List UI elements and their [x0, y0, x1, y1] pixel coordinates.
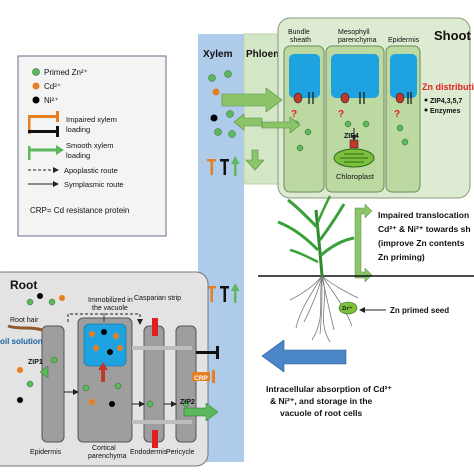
- root-cell-pericycle: [175, 325, 197, 443]
- legend-zn-dot: [32, 68, 40, 76]
- root-epidermis-label: Epidermis: [30, 449, 62, 456]
- soil-dots: [17, 293, 65, 403]
- plant-illustration: [258, 195, 474, 277]
- root-impaired-black-bar: [196, 351, 218, 354]
- impaired-line4: Zn priming): [378, 252, 425, 262]
- casparian-strip-top: [152, 318, 158, 336]
- zn-dist-bullet-1: [424, 98, 428, 102]
- xylem-loading-symbols-lower: [207, 283, 240, 303]
- meso-label-1: Mesophyll: [338, 29, 370, 36]
- xylem-dots-upper: [208, 70, 236, 138]
- casparian-label: Casparian strip: [134, 295, 181, 302]
- casparian-strip-bottom: [152, 430, 158, 448]
- legend-ni-dot: [32, 96, 40, 104]
- xylem-loading-symbols-upper: [207, 156, 240, 176]
- apoplastic-route: [67, 313, 143, 325]
- question-mark-1: ?: [291, 109, 297, 120]
- zip1-transporter: [39, 365, 49, 379]
- cortical-line1: Cortical: [92, 445, 116, 452]
- epidermis-shoot-label: Epidermis: [388, 37, 420, 44]
- zn-distribution-item2: Enzymes: [430, 108, 460, 115]
- root-hair-label: Root hair: [10, 317, 39, 324]
- legend-impaired-line1: Impaired xylem: [66, 115, 117, 124]
- legend-impaired-line2: loading: [66, 125, 90, 134]
- legend-zn-label: Primed Zn²⁺: [44, 68, 88, 77]
- plasmodesmata-lower: [132, 420, 192, 424]
- pericycle-label: Pericycle: [166, 449, 195, 456]
- zip2-arrow: [183, 402, 219, 422]
- vacuole-epidermis: [390, 54, 417, 98]
- soil-solution-label: oil solution: [0, 337, 43, 346]
- zn-dist-bullet-2: [424, 108, 428, 112]
- root-impaired-orange-cap: [212, 370, 215, 383]
- intracellular-line2: & Ni²⁺, and storage in the: [270, 396, 373, 406]
- shoot-title: Shoot: [434, 28, 471, 43]
- seed-zn-tag: Zn²⁺: [342, 306, 353, 312]
- immobilized-line2: the vacuole: [92, 305, 128, 312]
- vacuole-meso: [331, 54, 379, 98]
- intracellular-line3: vacuole of root cells: [280, 408, 362, 418]
- crp-box: [192, 372, 210, 381]
- seed-label: Zn primed seed: [390, 306, 449, 315]
- root-cell-dots: [50, 356, 190, 408]
- root-cell-endodermis: [143, 325, 165, 443]
- bundle-label-1: Bundle: [288, 29, 310, 36]
- impaired-line2: Cd²⁺ & Ni²⁺ towards sh: [378, 224, 471, 234]
- zn-distribution-title: Zn distribution: [422, 82, 474, 92]
- root-impaired-black-cap: [216, 346, 219, 359]
- root-system: [289, 275, 359, 343]
- legend-smooth-line1: Smooth xylem: [66, 141, 114, 150]
- vacuole-transporters: [293, 92, 405, 104]
- meso-label-2: parenchyma: [338, 37, 377, 44]
- zip2-label: ZIP2: [180, 399, 195, 406]
- legend-crp-note: CRP= Cd resistance protein: [30, 206, 129, 215]
- legend-smooth-line2: loading: [66, 151, 90, 160]
- zip4-label: ZIP4: [344, 133, 359, 140]
- endodermis-label: Endodermis: [130, 449, 168, 456]
- root-hair-shape: [7, 324, 43, 332]
- legend-smooth-symbol: [28, 145, 64, 160]
- vacuole-pins: [308, 92, 412, 104]
- crp-label: CRP: [194, 375, 208, 382]
- phloem-label: Phloem: [246, 49, 282, 60]
- zn-distribution-item1: ZIP4,3,5,7: [430, 98, 462, 105]
- zip1-label: ZIP1: [28, 359, 43, 366]
- phloem-band: [243, 33, 279, 185]
- legend-cd-label: Cd²⁺: [44, 82, 61, 91]
- cortical-line2: parenchyma: [88, 453, 127, 460]
- zn-primed-seed: [338, 301, 358, 315]
- question-mark-2: ?: [338, 109, 344, 120]
- vacuole-entry-arrow: [98, 362, 108, 382]
- legend-apoplastic-label: Apoplastic route: [64, 166, 118, 175]
- question-mark-3: ?: [394, 109, 400, 120]
- legend-ni-label: Ni²⁺: [44, 96, 58, 105]
- legend-box: [17, 55, 167, 237]
- legend-impaired-symbol: [28, 111, 59, 137]
- chloroplast-label: Chloroplast: [336, 172, 375, 181]
- root-title: Root: [10, 278, 37, 292]
- plasmodesmata-upper: [132, 346, 192, 350]
- legend-cd-dot: [32, 82, 40, 90]
- legend-symplasmic-label: Symplasmic route: [64, 180, 124, 189]
- root-vacuole-dots: [89, 329, 123, 355]
- zip4-transporter: [349, 139, 359, 149]
- impaired-bracket-arrow: [354, 203, 373, 283]
- xylem-label: Xylem: [203, 49, 233, 60]
- bundle-label-2: sheath: [290, 37, 311, 44]
- chloroplast-grana: [340, 153, 368, 163]
- vacuole-bundle: [289, 54, 320, 98]
- root-cell-epidermis: [41, 325, 65, 443]
- impaired-line3: (improve Zn contents: [378, 238, 465, 248]
- impaired-line1: Impaired translocation: [378, 210, 469, 220]
- intracellular-line1: Intracellular absorption of Cd²⁺: [266, 384, 392, 394]
- intracellular-blue-arrow: [261, 339, 347, 373]
- shoot-inflow-arrows: [221, 87, 301, 171]
- immobilized-line1: Immobilized in: [88, 297, 133, 304]
